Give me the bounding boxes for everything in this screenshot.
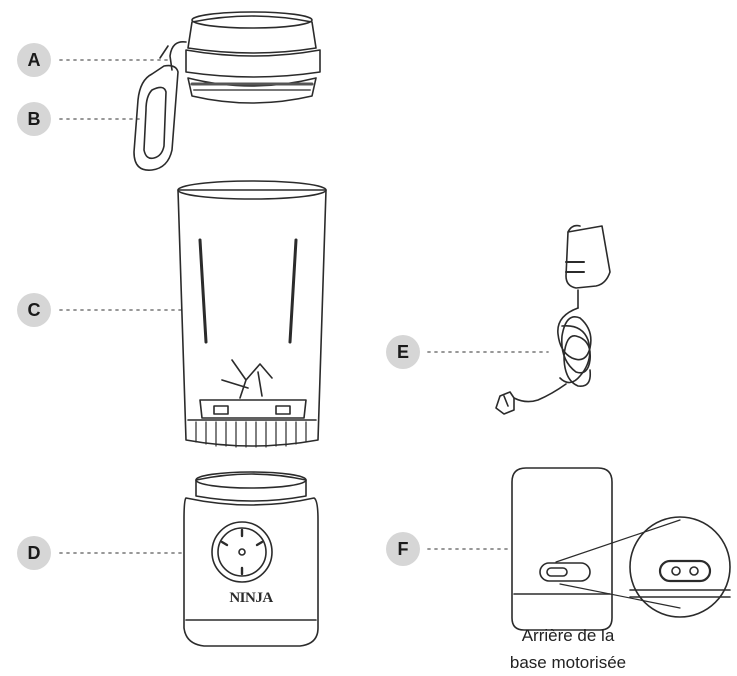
callout-badge-d: D [17,536,51,570]
callout-badge-a: A [17,43,51,77]
base-logo: NINJA [229,590,273,606]
carry-handle-illustration [134,42,186,170]
callout-badge-f: F [386,532,420,566]
base-back-illustration [512,468,730,630]
power-adapter-illustration [496,226,610,414]
callout-badge-e: E [386,335,420,369]
magnifier-callout [630,517,730,617]
lid-illustration [186,12,320,103]
cup-illustration [178,181,326,447]
magnifier-detail [630,561,730,597]
base-back-caption: Arrière de la base motorisée [468,622,668,676]
callout-badge-c: C [17,293,51,327]
caption-line-2: base motorisée [468,649,668,676]
motor-base-illustration [184,472,318,646]
caption-line-1: Arrière de la [468,622,668,649]
callout-badge-b: B [17,102,51,136]
